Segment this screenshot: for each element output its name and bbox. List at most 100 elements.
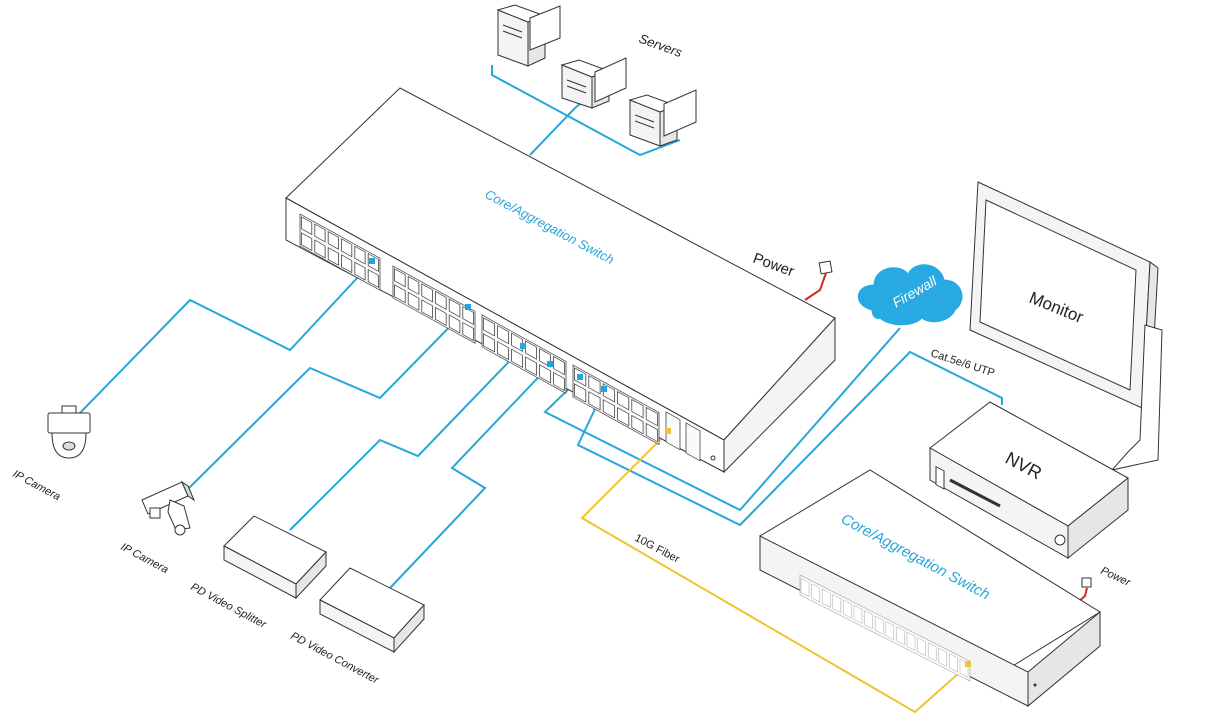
- power-socket-bottom: [1081, 577, 1092, 588]
- server-icon: [496, 4, 561, 67]
- cable-ip-camera-bullet: [184, 307, 469, 493]
- port-block-2: [392, 265, 476, 344]
- fiber-connector-bottom: [965, 661, 971, 667]
- sfp-port: [832, 594, 842, 614]
- rj45-port: [448, 314, 461, 334]
- switch-top-side: [723, 316, 836, 474]
- sfp-port: [896, 626, 905, 646]
- ip-camera-dome-label: IP Camera: [11, 468, 63, 503]
- cable-ip-camera-dome: [77, 261, 373, 416]
- server-icon: [560, 57, 627, 109]
- sfp-port: [917, 637, 926, 657]
- pd-video-splitter-label: PD Video Splitter: [189, 581, 270, 631]
- rj45-port: [407, 275, 420, 295]
- rj45-port: [645, 406, 658, 427]
- sfp-port: [938, 647, 948, 667]
- rj45-port: [367, 269, 379, 288]
- rj45-port: [483, 317, 495, 337]
- cable-firewall: [543, 327, 901, 512]
- rj45-port: [327, 246, 339, 266]
- core-switch-bottom: Core/Aggregation Switch Power: [759, 469, 1134, 708]
- sfp-port: [853, 605, 863, 624]
- cable-pd-video-converter: [389, 364, 551, 589]
- servers-label: Servers: [637, 31, 685, 61]
- rj45-port: [421, 283, 433, 303]
- rj45-port: [435, 290, 447, 311]
- rj45-port: [341, 238, 353, 258]
- server-icon: [628, 89, 697, 147]
- ethernet-cables: [77, 65, 1003, 589]
- pd-video-converter: [319, 567, 425, 654]
- rj45-port: [553, 371, 565, 392]
- rj45-port: [314, 239, 326, 259]
- rj45-port: [631, 414, 644, 435]
- port-block-4: [572, 364, 660, 446]
- rj45-port: [574, 383, 587, 403]
- rj45-port: [588, 391, 601, 411]
- power-led: [710, 455, 716, 461]
- pd-video-splitter: [223, 515, 327, 600]
- rj45-port: [483, 333, 495, 353]
- port-block-3: [481, 314, 567, 395]
- rj45-port: [511, 348, 523, 368]
- ip-camera-bullet: [141, 480, 196, 536]
- rj45-port: [645, 422, 658, 443]
- rj45-port: [462, 321, 474, 342]
- rj45-port: [602, 399, 615, 419]
- rj45-port: [553, 355, 565, 376]
- rj45-port: [435, 306, 447, 327]
- rj45-port: [407, 291, 420, 311]
- ip-camera-dome: [47, 405, 91, 459]
- rj45-port: [314, 223, 326, 243]
- sfp-port: [874, 615, 884, 635]
- monitor: Monitor: [969, 181, 1163, 471]
- port-row-bottom: [799, 574, 971, 682]
- rj45-port: [588, 375, 601, 395]
- sfp-port: [821, 588, 831, 608]
- rj45-port: [354, 245, 366, 265]
- sfp-port: [864, 610, 873, 630]
- rj45-port: [631, 398, 644, 419]
- rj45-port: [525, 356, 537, 376]
- rj45-port: [394, 268, 406, 288]
- rj45-port: [394, 284, 406, 304]
- port-connectors: [369, 258, 607, 392]
- nvr: NVR: [929, 401, 1129, 560]
- rj45-port: [354, 261, 366, 281]
- rj45-port: [341, 254, 353, 274]
- cable-server-bus: [491, 65, 681, 157]
- cable-power-top: [804, 272, 827, 301]
- sfp-block: [665, 411, 701, 462]
- firewall-cloud: Firewall: [857, 264, 963, 326]
- sfp-port: [949, 653, 958, 673]
- sfp-port: [811, 583, 820, 603]
- rj45-port: [497, 340, 509, 361]
- sfp-port: [843, 599, 852, 619]
- power-socket-top: [818, 260, 833, 275]
- cable-10g-fiber: [580, 431, 969, 714]
- rj45-port: [617, 406, 630, 427]
- sfp-port: [906, 631, 916, 651]
- power-top-label: Power: [751, 250, 797, 281]
- cable-server-mid: [529, 99, 586, 156]
- port-block-1: [299, 213, 381, 291]
- rj45-port: [327, 230, 339, 250]
- sfp-port: [927, 642, 937, 662]
- fiber-connector-top: [665, 428, 671, 434]
- rj45-port: [421, 299, 433, 319]
- rj45-port: [301, 232, 313, 252]
- servers-group: Servers: [496, 4, 697, 147]
- ip-camera-bullet-label: IP Camera: [119, 541, 171, 576]
- cable-pd-video-splitter: [289, 346, 524, 531]
- power-bottom-label: Power: [1099, 565, 1134, 590]
- cable-nvr: [576, 350, 1003, 527]
- rj45-port: [301, 216, 313, 236]
- core-switch-top: Core/Aggregation Switch Power: [285, 87, 836, 474]
- rj45-port: [448, 298, 461, 318]
- sfp-port: [885, 621, 895, 640]
- rj45-port: [497, 324, 509, 345]
- sfp-port: [800, 578, 810, 597]
- cable-type-label: Cat.5e/6 UTP: [929, 347, 996, 379]
- rj45-port: [539, 364, 551, 384]
